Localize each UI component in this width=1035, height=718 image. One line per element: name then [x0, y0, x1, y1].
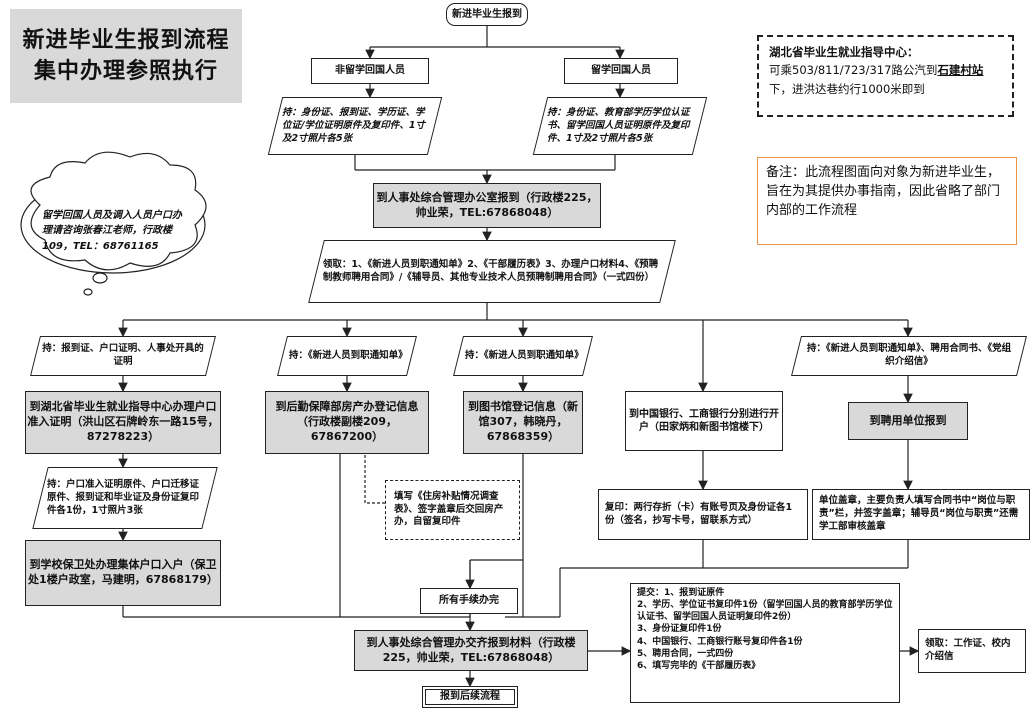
info-line2-prefix: 可乘503/811/723/317路公汽到 [769, 63, 938, 78]
col3-docs-text: 持：《新进人员到职通知单》 [465, 349, 584, 361]
submit-hr-node: 到人事处综合管理办交齐报到材料（行政楼225，帅业荣，TEL:67868048） [354, 630, 588, 671]
receive-text: 领取：1、《新进人员到职通知单》2、《干部履历表》3、办理户口材料4、《预聘制教… [323, 258, 659, 283]
domestic-node: 非留学回国人员 [311, 58, 429, 84]
title-line1: 新进毕业生报到流程 [22, 27, 230, 54]
submit-item: 5、聘用合同，一式四份 [637, 648, 734, 659]
col1-docs: 持：报到证、户口证明、人事处开具的证明 [30, 336, 216, 376]
submit-item: 提交：1、报到证原件 [637, 588, 725, 598]
info-line2: 可乘503/811/723/317路公汽到石建村站 [769, 61, 983, 79]
col1-docs-text: 持：报到证、户口证明、人事处开具的证明 [42, 343, 204, 367]
col5-unit-node: 到聘用单位报到 [848, 402, 968, 440]
cloud-shape [30, 151, 207, 271]
next-node: 报到后续流程 [422, 686, 518, 708]
col2-note: 填写《住房补贴情况调查表》、签字盖章后交回房产办，自留复印件 [385, 480, 520, 540]
col4-copy-node: 复印：两行存折（卡）有账号页及身份证各1份（签名，抄写卡号，留联系方式） [598, 489, 808, 540]
page-title: 新进毕业生报到流程 集中办理参照执行 [10, 9, 242, 103]
submit-item: 3、身份证复印件1份 [637, 624, 722, 635]
domestic-docs-text: 持：身份证、报到证、学历证、学位证/学位证明原件及复印件、1寸及2寸照片各5张 [282, 106, 426, 144]
cloud-text: 留学回国人员及调入人员户口办理请咨询张春江老师，行政楼109，TEL：68761… [42, 209, 182, 252]
receive-materials: 领取：1、《新进人员到职通知单》2、《干部履历表》3、办理户口材料4、《预聘制教… [308, 240, 676, 303]
remark-box: 备注：此流程图面向对象为新进毕业生，旨在为其提供办事指南，因此省略了部门内部的工… [757, 157, 1017, 245]
col5-docs-text: 持：《新进人员到职通知单》、聘用合同书、《党组织介绍信》 [806, 343, 1012, 367]
info-box: 湖北省毕业生就业指导中心： 可乘503/811/723/317路公汽到石建村站 … [757, 35, 1014, 117]
overseas-docs: 持：身份证、教育部学历学位认证书、留学回国人员证明原件及复印件、1寸及2寸照片各… [532, 97, 708, 155]
all-done-node: 所有手续办完 [420, 588, 518, 614]
submit-item: 2、学历、学位证书复印件1份（留学回国人员的教育部学历学位认证书、留学回国人员证… [637, 600, 893, 623]
info-line3: 下，进洪达巷约行1000米即到 [769, 81, 925, 96]
col1-docs2: 持：户口准入证明原件、户口迁移证原件、报到证和毕业证及身份证复印件各1份，1寸照… [32, 467, 218, 529]
col5-sign-node: 单位盖章，主要负责人填写合同书中“岗位与职责”栏，并签字盖章；辅导员“岗位与职责… [812, 489, 1030, 540]
title-line2: 集中办理参照执行 [33, 58, 218, 84]
info-stop: 石建村站 [937, 63, 984, 78]
col3-library-node: 到图书馆登记信息（新馆307，韩晓丹，67868359） [463, 391, 583, 454]
col5-docs: 持：《新进人员到职通知单》、聘用合同书、《党组织介绍信》 [791, 336, 1027, 376]
submit-item: 6、填写完毕的《干部履历表》 [637, 660, 761, 671]
hr-office-node: 到人事处综合管理办公室报到（行政楼225，帅业荣，TEL:67868048） [373, 183, 601, 228]
col1-docs2-text: 持：户口准入证明原件、户口迁移证原件、报到证和毕业证及身份证复印件各1份，1寸照… [47, 478, 200, 516]
receive-final-node: 领取：工作证、校内介绍信 [918, 629, 1026, 673]
col4-bank-node: 到中国银行、工商银行分别进行开户（田家炳和新图书馆楼下） [625, 391, 783, 451]
overseas-node: 留学回国人员 [564, 58, 678, 84]
overseas-docs-text: 持：身份证、教育部学历学位认证书、留学回国人员证明原件及复印件、1寸及2寸照片各… [547, 106, 690, 144]
col1-center-node: 到湖北省毕业生就业指导中心办理户口准入证明（洪山区石牌岭东一路15号，87278… [25, 391, 221, 454]
col2-docs: 持：《新进人员到职通知单》 [277, 336, 417, 376]
info-line1: 湖北省毕业生就业指导中心： [769, 45, 919, 59]
col3-docs: 持：《新进人员到职通知单》 [453, 336, 593, 376]
col2-docs-text: 持：《新进人员到职通知单》 [289, 349, 408, 361]
col1-security-node: 到学校保卫处办理集体户口入户（保卫处1楼户政室，马建明，67868179） [25, 540, 221, 606]
start-node: 新进毕业生报到 [446, 3, 528, 26]
col2-logistics-node: 到后勤保障部房产办登记信息（行政楼副楼209，67867200） [265, 391, 429, 454]
submit-item: 4、中国银行、工商银行账号复印件各1份 [637, 636, 803, 647]
submit-list: 提交：1、报到证原件 2、学历、学位证书复印件1份（留学回国人员的教育部学历学位… [630, 583, 900, 703]
domestic-docs: 持：身份证、报到证、学历证、学位证/学位证明原件及复印件、1寸及2寸照片各5张 [267, 97, 443, 155]
